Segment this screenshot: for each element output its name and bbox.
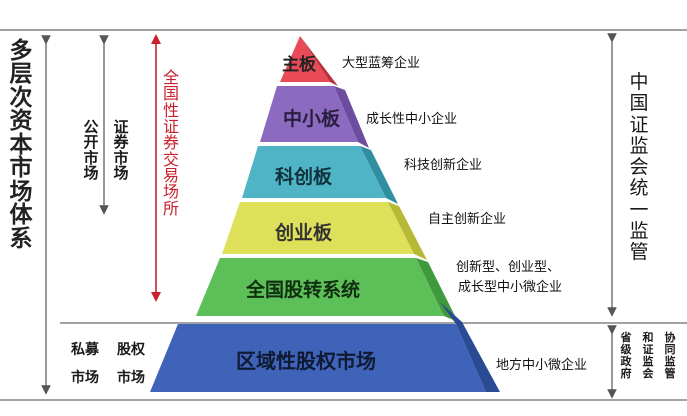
tier-label-4: 创业板 [275, 222, 333, 244]
tier-desc-4: 自主创新企业 [428, 212, 507, 227]
right-bottom-col2: 和证监会 [642, 331, 654, 381]
tier-side-1 [300, 36, 338, 86]
tier-desc-6: 地方中小微企业 [496, 358, 588, 373]
tier-side-3 [360, 146, 398, 204]
securities-market-label: 证券市场 [113, 118, 129, 182]
tier-side-2 [334, 86, 369, 148]
right-title: 中国证监会统一监管 [629, 71, 649, 264]
tier-label-2: 中小板 [283, 108, 341, 130]
tier-side-6 [440, 302, 500, 392]
tier-label-1: 主板 [282, 55, 316, 75]
left-title: 多层次资本市场体系 [9, 38, 33, 252]
right-bottom-col3: 协同监管 [664, 331, 676, 381]
private-market-label: 私募 市场 [71, 342, 99, 386]
tier-desc-3: 科技创新企业 [404, 158, 483, 173]
tier-desc-5b: 成长型中小微企业 [458, 280, 563, 295]
equity-market-label: 股权 市场 [117, 342, 145, 386]
tier-desc-1: 大型蓝筹企业 [342, 56, 421, 71]
exchange-arrow-head-bottom [151, 292, 161, 302]
exchange-venue-label: 全国性证券交易场所 [162, 68, 179, 218]
tier-shape-2 [260, 86, 358, 142]
tier-label-5: 全国股转系统 [246, 279, 361, 301]
tier-side-4 [388, 202, 427, 260]
tier-shape-1 [280, 36, 330, 82]
tier-desc-5a: 创新型、创业型、 [456, 260, 561, 275]
tier-shape-6 [150, 324, 486, 392]
exchange-arrow-head-top [151, 34, 161, 44]
tier-shape-4 [222, 202, 414, 254]
tier-shape-3 [242, 146, 386, 198]
public-market-label: 公开市场 [83, 118, 99, 182]
right-bottom-col1: 省级政府 [620, 331, 632, 381]
tier-side-5 [416, 258, 458, 322]
tier-desc-2: 成长性中小企业 [366, 112, 458, 127]
tier-label-3: 科创板 [275, 166, 333, 188]
tier-shape-5 [196, 258, 444, 316]
tier-label-6: 区域性股权市场 [236, 349, 376, 373]
